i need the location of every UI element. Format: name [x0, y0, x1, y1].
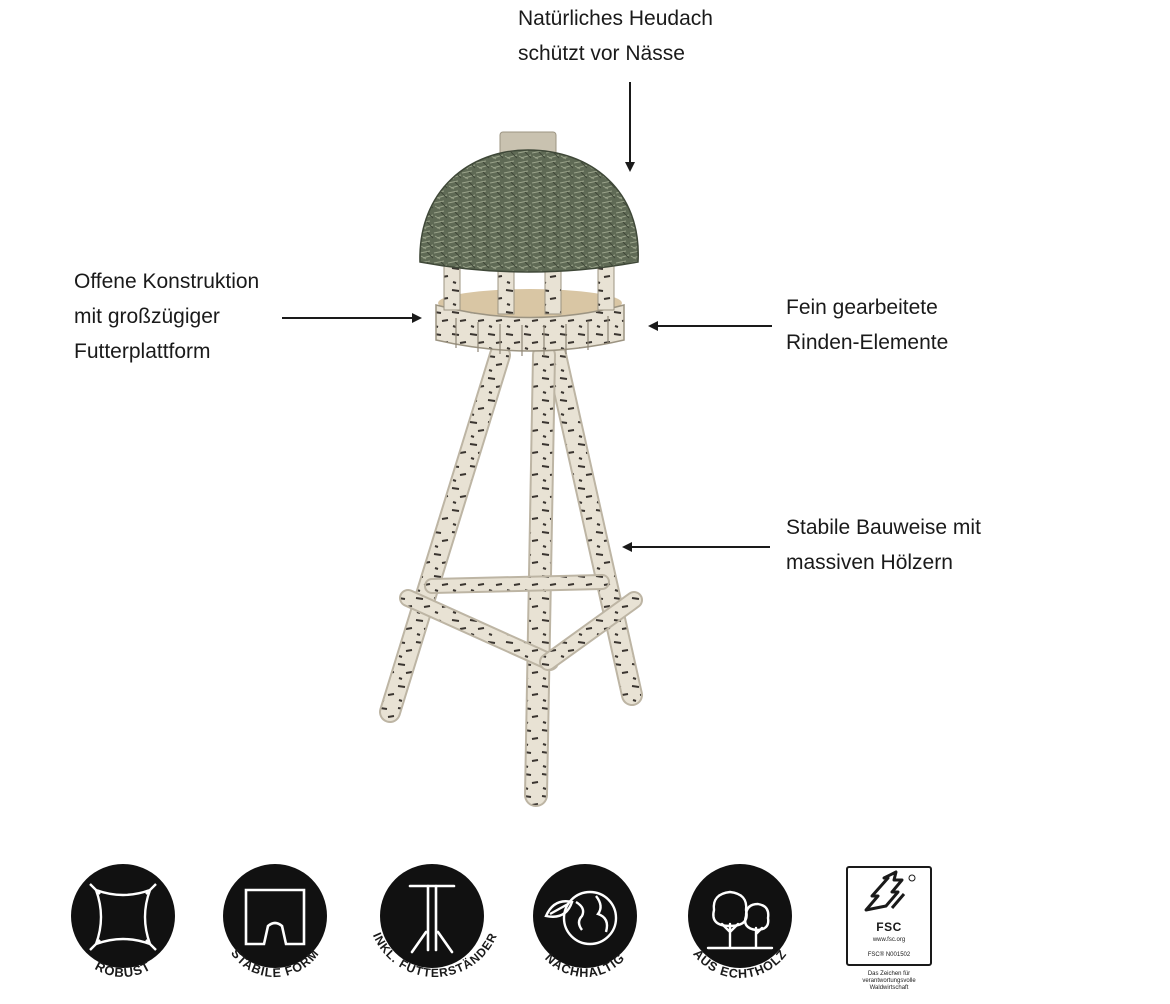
globe-leaf-icon [544, 890, 618, 946]
fsc-note: Das Zeichen für verantwortungsvolle Wald… [846, 971, 932, 992]
roof-callout: Natürliches Heudach schützt vor Nässe [518, 1, 713, 71]
bark-callout: Fein gearbeitete Rinden-Elemente [786, 290, 948, 360]
build-callout: Stabile Bauweise mit massiven Hölzern [786, 510, 981, 580]
bark-callout-line1: Fein gearbeitete [786, 296, 938, 319]
roof-callout-line2: schützt vor Nässe [518, 42, 685, 65]
fsc-license: FSC® N001502 [867, 952, 911, 958]
fsc-brand: FSC [876, 920, 902, 934]
build-callout-line2: massiven Hölzern [786, 551, 953, 574]
arch-shape-icon [244, 888, 306, 946]
platform-callout: Offene Konstruktion mit großzügiger Futt… [74, 264, 259, 369]
trees-icon [706, 890, 774, 950]
tripod-stand-icon [408, 884, 456, 954]
cross-braces [399, 574, 643, 671]
tripod-legs [379, 343, 643, 807]
badge-nachhaltig: NACHHALTIG [520, 862, 650, 1000]
fsc-note-line1: Das Zeichen für [867, 971, 911, 977]
fsc-tree-check-icon [864, 870, 916, 912]
bark-callout-line2: Rinden-Elemente [786, 331, 949, 354]
platform-callout-line1: Offene Konstruktion [74, 270, 260, 293]
build-callout-line1: Stabile Bauweise mit [786, 516, 981, 539]
fsc-note-line2: verantwortungsvolle [862, 978, 916, 984]
platform-callout-line2: mit großzügiger [74, 305, 220, 328]
fsc-logo: FSC www.fsc.org FSC® N001502 [846, 866, 932, 966]
badge-robust: ROBUST [58, 862, 188, 1000]
svg-text:ROBUST: ROBUST [93, 958, 154, 980]
fsc-website: www.fsc.org [872, 937, 906, 943]
badge-futterstaender: INKL. FUTTERSTÄNDER [362, 862, 512, 1000]
square-stretch-icon [89, 883, 157, 951]
roof-callout-line1: Natürliches Heudach [518, 7, 713, 30]
hay-roof [419, 131, 639, 273]
bird-feeder-illustration [282, 82, 772, 807]
platform-callout-line3: Futterplattform [74, 340, 211, 363]
badge-robust-label: ROBUST [93, 958, 153, 980]
feeding-platform [435, 289, 625, 356]
badge-echtholz: AUS ECHTHOLZ [672, 862, 812, 1000]
fsc-note-line3: Waldwirtschaft [869, 985, 909, 991]
roof-posts [443, 257, 615, 315]
badge-stabile-form: STABILE FORM [210, 862, 340, 1000]
